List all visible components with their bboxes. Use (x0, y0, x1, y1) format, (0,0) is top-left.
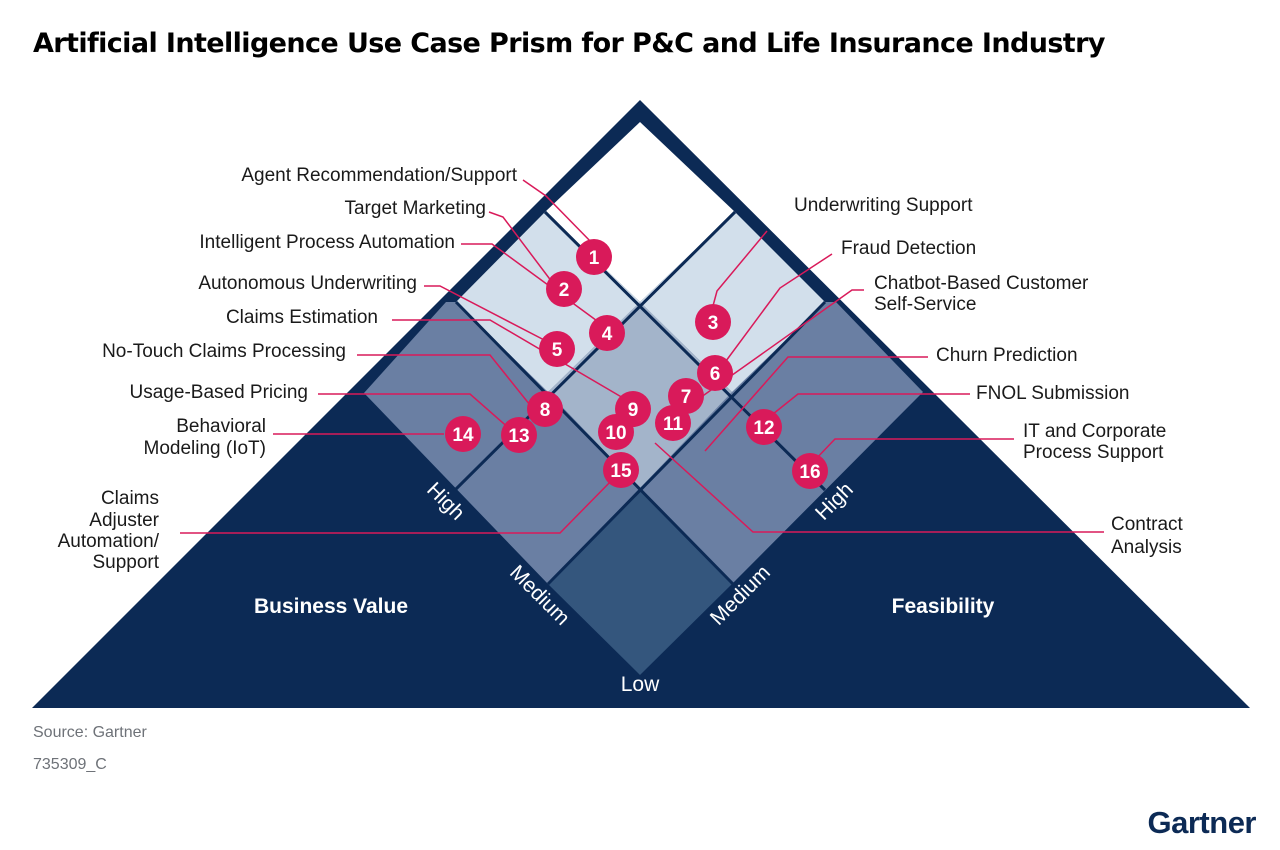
label-claims-estimation: Claims Estimation (226, 307, 378, 328)
marker-7: 7 (668, 378, 704, 414)
use-case-markers: 1 2 3 4 5 6 7 8 9 10 11 12 13 14 15 16 (445, 239, 828, 489)
marker-5: 5 (539, 331, 575, 367)
marker-1: 1 (576, 239, 612, 275)
marker-4: 4 (589, 315, 625, 351)
marker-number: 10 (605, 423, 626, 444)
gartner-logo: Gartner (1147, 805, 1257, 840)
label-autonomous-underwriting: Autonomous Underwriting (198, 273, 417, 294)
marker-number: 11 (663, 414, 684, 435)
marker-3: 3 (695, 304, 731, 340)
label-behavioral-modeling-line2: Modeling (IoT) (144, 438, 267, 459)
marker-10: 10 (598, 414, 634, 450)
label-claims-adjuster-line4: Support (92, 552, 159, 573)
zone-low (548, 488, 732, 675)
label-fnol-submission: FNOL Submission (976, 383, 1129, 404)
marker-number: 1 (589, 248, 600, 269)
marker-number: 2 (559, 280, 570, 301)
marker-number: 5 (552, 340, 563, 361)
marker-number: 9 (628, 400, 639, 421)
label-no-touch-claims: No-Touch Claims Processing (102, 341, 346, 362)
marker-15: 15 (603, 452, 639, 488)
source-note: Source: Gartner (33, 724, 147, 741)
label-target-marketing: Target Marketing (344, 198, 486, 219)
label-chatbot-line2: Self-Service (874, 294, 976, 315)
label-claims-adjuster-line1: Claims (101, 488, 159, 509)
marker-number: 14 (452, 425, 474, 446)
marker-number: 13 (508, 426, 529, 447)
marker-number: 16 (799, 462, 820, 483)
label-it-corporate-line2: Process Support (1023, 442, 1164, 463)
marker-number: 3 (708, 313, 719, 334)
label-behavioral-modeling-line1: Behavioral (176, 416, 266, 437)
marker-number: 12 (753, 418, 774, 439)
label-it-corporate-line1: IT and Corporate (1023, 421, 1166, 442)
page-title: Artificial Intelligence Use Case Prism f… (33, 28, 1105, 59)
label-contract-analysis-line1: Contract (1111, 514, 1184, 535)
marker-2: 2 (546, 271, 582, 307)
marker-8: 8 (527, 391, 563, 427)
label-agent-recommendation: Agent Recommendation/Support (241, 165, 517, 186)
marker-number: 8 (540, 400, 551, 421)
label-claims-adjuster-line3: Automation/ (58, 531, 160, 552)
low-label: Low (621, 673, 660, 696)
label-churn-prediction: Churn Prediction (936, 345, 1078, 366)
feasibility-label: Feasibility (892, 595, 995, 618)
right-labels: Underwriting Support Fraud Detection Cha… (794, 195, 1184, 558)
label-fraud-detection: Fraud Detection (841, 238, 976, 259)
marker-16: 16 (792, 453, 828, 489)
marker-number: 15 (610, 461, 632, 482)
zone-high-feasibility (640, 212, 825, 392)
label-intelligent-process-automation: Intelligent Process Automation (199, 232, 455, 253)
label-claims-adjuster-line2: Adjuster (89, 510, 159, 531)
marker-6: 6 (697, 355, 733, 391)
marker-14: 14 (445, 416, 481, 452)
marker-11: 11 (655, 405, 691, 441)
leader-lines (180, 179, 1104, 534)
marker-number: 4 (602, 324, 613, 345)
business-value-label: Business Value (254, 595, 408, 618)
label-chatbot-line1: Chatbot-Based Customer (874, 273, 1089, 294)
marker-number: 7 (681, 387, 692, 408)
figure-code: 735309_C (33, 756, 107, 773)
label-contract-analysis-line2: Analysis (1111, 537, 1182, 558)
marker-12: 12 (746, 409, 782, 445)
marker-13: 13 (501, 417, 537, 453)
left-labels: Agent Recommendation/Support Target Mark… (58, 165, 518, 573)
label-underwriting-support: Underwriting Support (794, 195, 973, 216)
label-usage-based-pricing: Usage-Based Pricing (130, 382, 308, 403)
marker-number: 6 (710, 364, 721, 385)
